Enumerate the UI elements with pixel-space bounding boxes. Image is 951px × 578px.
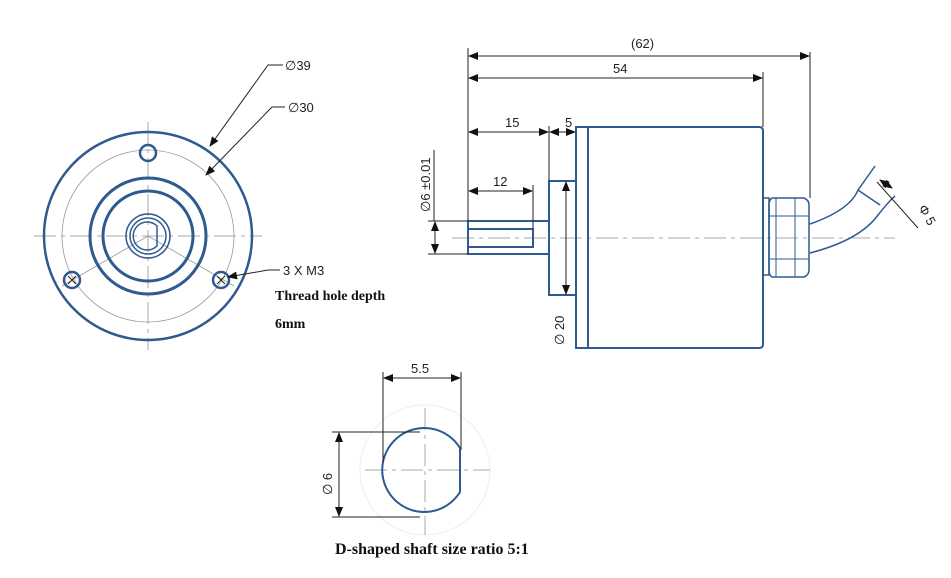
hole-label: 3 X M3 bbox=[283, 263, 324, 278]
side-view: (62) 54 15 5 12 ∅6 ±0.01 ∅ 20 Φ 5 bbox=[418, 36, 939, 349]
outer-diameter-label: ∅39 bbox=[285, 58, 311, 73]
flat-width-label: 5.5 bbox=[411, 361, 429, 376]
detail-view: 5.5 ∅ 6 D-shaped shaft size ratio 5:1 bbox=[320, 361, 529, 558]
flange-length-label: 5 bbox=[565, 115, 572, 130]
mounting-hole bbox=[211, 270, 231, 290]
shaft-diameter-label: ∅6 ±0.01 bbox=[418, 157, 433, 212]
pcd-label: ∅30 bbox=[288, 100, 314, 115]
mounting-hole bbox=[138, 143, 158, 163]
mounting-hole bbox=[62, 270, 82, 290]
detail-shaft-diameter-label: ∅ 6 bbox=[320, 473, 335, 495]
flange-diameter-label: ∅ 20 bbox=[552, 316, 567, 345]
thread-depth-note: 6mm bbox=[275, 317, 306, 332]
cable-diameter-label: Φ 5 bbox=[915, 202, 939, 228]
shaft-length-label: 15 bbox=[505, 115, 519, 130]
overall-length-label: (62) bbox=[631, 36, 654, 51]
thread-note: Thread hole depth bbox=[275, 289, 385, 304]
detail-caption: D-shaped shaft size ratio 5:1 bbox=[335, 541, 529, 558]
flat-length-label: 12 bbox=[493, 174, 507, 189]
front-view: ∅39 ∅30 3 X M3 Thread hole depth 6mm bbox=[34, 58, 385, 350]
body-length-label: 54 bbox=[613, 61, 627, 76]
